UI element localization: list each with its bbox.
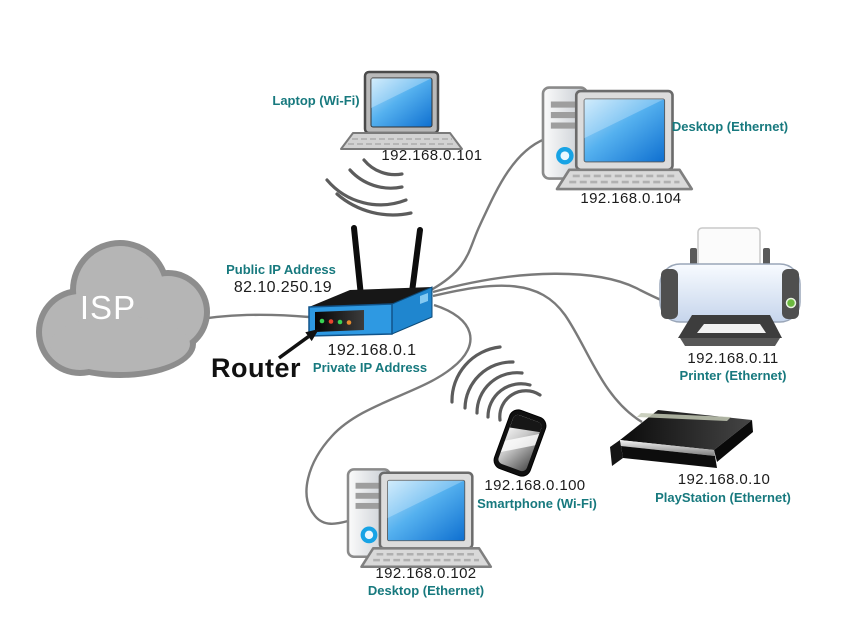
router-led-icon: [319, 318, 325, 324]
printer-led-icon: [785, 297, 797, 309]
smartphone-ip: 192.168.0.100: [484, 477, 585, 494]
router-title: Router: [211, 353, 301, 383]
isp-cloud-icon: ISP: [36, 240, 210, 378]
laptop-label: Laptop (Wi-Fi): [272, 93, 359, 108]
playstation-icon: [610, 410, 753, 468]
desktop-top-ip: 192.168.0.104: [580, 190, 681, 207]
router-private-ip-label: Private IP Address: [313, 360, 427, 375]
laptop-icon: [340, 70, 463, 150]
router-public-ip-label: Public IP Address: [226, 262, 336, 277]
printer-ip: 192.168.0.11: [687, 350, 778, 367]
laptop-ip: 192.168.0.101: [381, 147, 482, 164]
cable-router-desktop-bottom: [305, 303, 472, 525]
playstation-label: PlayStation (Ethernet): [655, 490, 791, 505]
router-led-icon: [346, 320, 352, 325]
router-antenna-icon: [409, 227, 423, 295]
playstation-ip: 192.168.0.10: [678, 471, 770, 488]
router-public-ip: 82.10.250.19: [234, 279, 332, 296]
printer-icon: [659, 227, 801, 346]
router-antenna-icon: [351, 225, 364, 299]
cable-isp-router: [195, 313, 310, 322]
desktop-bottom-ip: 192.168.0.102: [375, 565, 476, 582]
printer-label: Printer (Ethernet): [680, 368, 787, 383]
desktop-bottom-label: Desktop (Ethernet): [368, 583, 484, 598]
wifi-waves-icon: [450, 345, 542, 422]
desktop-ethernet-icon: [346, 468, 493, 569]
router-icon: [308, 225, 433, 337]
router-led-icon: [337, 319, 343, 325]
isp-label: ISP: [80, 289, 136, 326]
smartphone-label: Smartphone (Wi-Fi): [477, 496, 597, 511]
ethernet-cables: [195, 137, 667, 525]
cable-router-printer: [432, 272, 667, 304]
cable-router-playstation: [432, 284, 643, 424]
router-private-ip: 192.168.0.1: [328, 342, 417, 359]
desktop-top-label: Desktop (Ethernet): [672, 119, 788, 134]
smartphone-icon: [493, 409, 547, 477]
router-pointer-arrow: [277, 329, 319, 360]
router-led-icon: [328, 319, 334, 324]
cable-router-desktop-top: [430, 137, 546, 292]
wifi-waves-icon: [325, 158, 413, 217]
desktop-ethernet-icon: [541, 86, 694, 191]
